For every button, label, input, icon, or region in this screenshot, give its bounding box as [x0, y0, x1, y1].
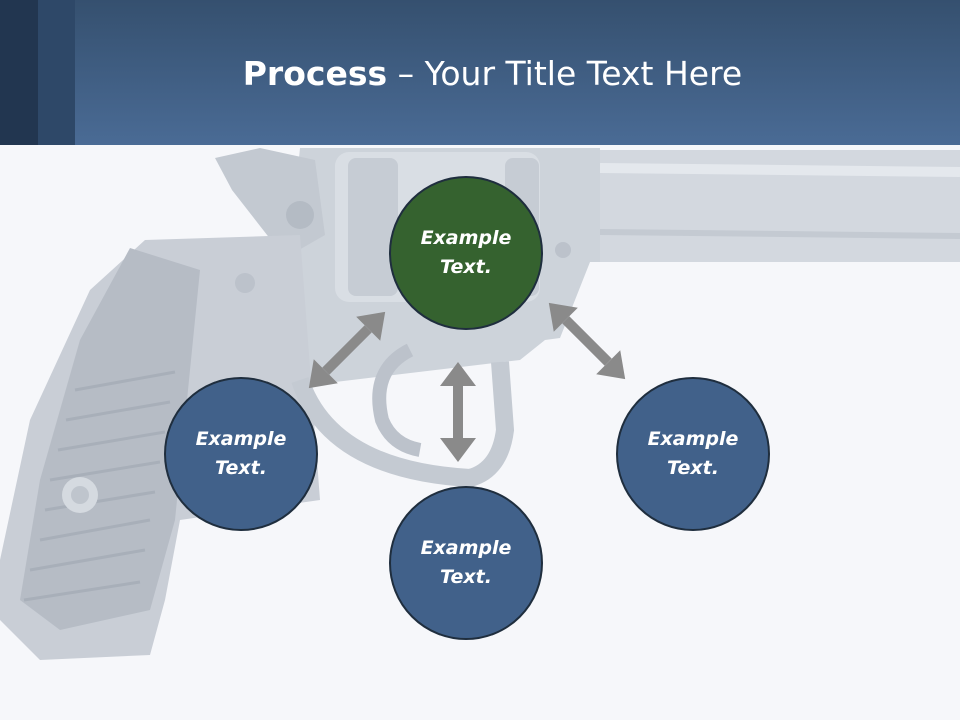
slide-header: Process – Your Title Text Here — [0, 0, 960, 145]
title-rest: – Your Title Text Here — [387, 54, 743, 93]
title-bold: Process — [242, 54, 388, 93]
node-left-line2: Text. — [215, 457, 267, 479]
node-right-line2: Text. — [667, 457, 719, 479]
node-top-line1: Example — [420, 227, 512, 249]
double-headed-arrow — [308, 311, 386, 389]
double-headed-arrow — [440, 362, 476, 462]
node-bottom-line1: Example — [420, 537, 512, 559]
node-left-line1: Example — [195, 428, 287, 450]
node-bottom-line2: Text. — [440, 566, 492, 588]
header-accent-band-mid — [38, 0, 75, 145]
slide-title[interactable]: Process – Your Title Text Here — [0, 52, 960, 96]
node-right-line1: Example — [647, 428, 739, 450]
header-accent-band-dark — [0, 0, 38, 145]
node-top-line2: Text. — [440, 256, 492, 278]
double-headed-arrow — [548, 302, 626, 380]
